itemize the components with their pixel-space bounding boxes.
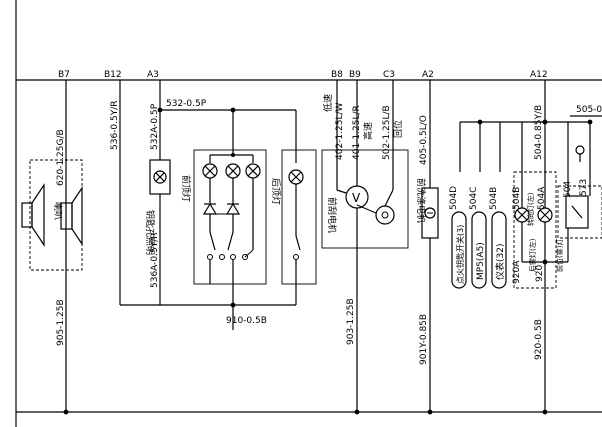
front-dome-bulb-left	[202, 163, 218, 179]
code-504b: 504B	[489, 187, 499, 210]
wire-label-402: 402-1.25L/W	[335, 102, 345, 160]
front-dome-box	[193, 149, 267, 285]
code-920a: 920A	[512, 260, 522, 284]
dest-meter-label: 仪表(32)	[494, 244, 506, 280]
code-504a: 504A	[537, 186, 547, 210]
connector-a12: A12	[530, 70, 548, 80]
wire-label-620: 620-1.25G/B	[56, 129, 66, 186]
front-dome-label: 前顶灯	[180, 175, 192, 202]
connector-b8: B8	[331, 70, 343, 80]
wire-label-910: 910-0.5B	[226, 316, 267, 326]
code-573: 573	[579, 179, 589, 196]
wire-label-502: 502-1.25L/B	[382, 105, 392, 160]
front-dome-bulb-right	[245, 163, 261, 179]
washer-motor-label: 前洗涤电机	[415, 178, 427, 223]
connector-a2: A2	[422, 70, 434, 80]
lamp-group-box	[513, 171, 557, 289]
front-dome-switches	[207, 231, 254, 260]
rear-dome-box	[281, 149, 317, 285]
dest-ign-switch	[451, 211, 467, 289]
return-label: 回位	[392, 120, 404, 138]
code-504c: 504C	[469, 187, 479, 210]
wire-label-532: 532-0.5P	[166, 99, 207, 109]
horn-icon	[21, 183, 83, 247]
connector-c3: C3	[383, 70, 395, 80]
wire-label-505: 505-0.	[576, 105, 602, 115]
rear-dome-label: 后顶灯	[270, 178, 281, 205]
rear-dome-bulb	[288, 169, 304, 185]
code-504d: 504D	[449, 186, 459, 210]
connector-a3: A3	[147, 70, 159, 80]
front-dome-diodes	[202, 202, 241, 215]
code-504b-2: 504B	[512, 187, 522, 210]
pos-lamp-label: 前位(雾)灯	[555, 239, 564, 272]
svg-text:V: V	[352, 191, 361, 205]
horn-label: 喇叭	[52, 202, 64, 220]
pos-lamp-box	[557, 185, 602, 239]
wiper-motor-box	[321, 149, 409, 249]
pos-lamp-relay	[565, 195, 589, 229]
wire-label-920: 920-0.5B	[534, 319, 544, 360]
dest-meter	[491, 211, 507, 289]
wire-label-536a: 536A-0.5Y/R	[150, 233, 160, 288]
high-speed-label: 高速	[362, 122, 374, 140]
key-light-label: 钥匙孔照明	[144, 210, 156, 255]
dest-mp5-label: MP5(A5)	[476, 242, 486, 280]
dest-mp5	[471, 211, 487, 289]
turn-lamp-label: 转向灯(左)	[526, 192, 535, 226]
wiper-motor-label: 前刮电机	[326, 197, 338, 233]
wire-label-532a: 532A-0.5P	[150, 103, 160, 150]
connector-b7: B7	[58, 70, 70, 80]
wire-label-405: 405-0.5L/O	[419, 115, 429, 165]
low-speed-label: 低速	[322, 94, 334, 112]
wire-label-504: 504-0.85Y/B	[534, 105, 544, 160]
connector-b9: B9	[349, 70, 361, 80]
wire-label-905: 905-1.25B	[56, 299, 66, 346]
connector-b12: B12	[104, 70, 122, 80]
wire-label-903: 903-1.25B	[346, 298, 356, 345]
wire-label-536: 536-0.5Y/R	[110, 100, 120, 150]
wiper-motor-icon: V	[336, 150, 395, 248]
fog-lamp-label: 后雾灯(左)	[528, 238, 537, 272]
code-920: 920	[535, 265, 545, 282]
wire-label-901y: 901Y-0.85B	[419, 314, 429, 365]
wire-label-401: 401-1.25L/R	[352, 105, 362, 160]
front-dome-bulb-mid	[225, 163, 241, 179]
dest-ign-switch-label: 点火钥匙开关(3)	[455, 225, 465, 284]
